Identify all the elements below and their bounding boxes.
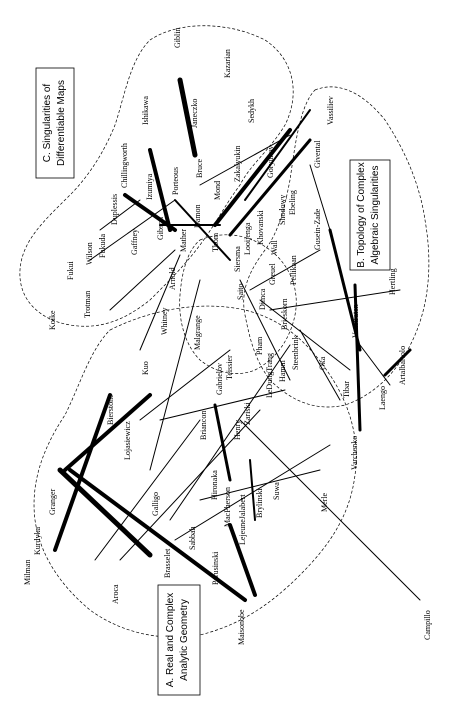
node-shodowy: Shodowy (278, 195, 287, 225)
node-arnold: Arnold (168, 267, 177, 290)
node-maisonobe: Maisonobe (237, 609, 246, 645)
node-whitney: Whitney (160, 307, 169, 335)
node-labels: Giblin Kazarian Janeczko Sedykh Vassilie… (23, 28, 432, 645)
node-hertling: Hertling (388, 268, 397, 295)
node-bruce: Bruce (195, 158, 204, 178)
node-gerstl: Greuel (268, 262, 277, 285)
node-suwa: Suwa (272, 482, 281, 500)
node-tibar: Tibar (342, 381, 351, 398)
node-gusein: Gusein-Zade (313, 208, 322, 250)
node-lojasiewicz: Lojasiewicz (123, 421, 132, 460)
node-laengo: Laengo (378, 386, 387, 410)
node-oka: Oka (318, 356, 327, 370)
node-saito: Saito (236, 284, 245, 300)
node-duplessis: Duplessis (110, 194, 119, 225)
node-looijenga: Looijenga (243, 222, 252, 255)
node-briancon: Briancon (199, 411, 208, 440)
node-kurdyka: Kurdyka (33, 527, 42, 555)
region-a-outline (33, 305, 357, 638)
region-outlines (19, 25, 430, 638)
node-thom: Thom (211, 232, 220, 252)
region-c-outline (19, 25, 294, 327)
node-merle: Merle (320, 492, 329, 512)
node-givental: Givental (313, 140, 322, 168)
node-porteous: Porteous (171, 167, 180, 195)
node-parusinski: Parusinski (211, 551, 220, 585)
region-a-box (157, 584, 201, 696)
node-wall: Wall (270, 239, 279, 255)
node-gorvunov: Goryunov (266, 146, 275, 178)
node-zakalyukin: Zakalyukin (233, 146, 242, 182)
node-varchenko: Varchenko (350, 436, 359, 470)
node-brylinski: Brylinski (255, 487, 264, 518)
node-granger: Granger (48, 488, 57, 515)
node-vassiliev: Vassiliev (326, 96, 335, 125)
node-pham: Pham (255, 336, 264, 355)
node-sabbah: Sabbah (188, 526, 197, 550)
node-malgrange: Malgrange (193, 315, 202, 350)
region-b-label: B. Topology of Complex Algebraic Singula… (349, 159, 391, 271)
node-khovanski: Khovanski (256, 210, 265, 245)
region-b-title-line2: Algebraic Singularities (370, 166, 381, 265)
region-c-title-line1: C. Singularities of (42, 84, 53, 163)
node-kuo: Kuo (141, 361, 150, 375)
node-bierstone: Bierstone (106, 394, 115, 425)
node-gabrielov: Gabrielov (215, 363, 224, 395)
region-b-box (349, 159, 391, 271)
node-ishikawa: Ishikawa (141, 96, 150, 125)
node-gaffney: Gaffney (130, 229, 139, 255)
node-wilson: Wilson (85, 242, 94, 265)
node-aroca: Aroca (111, 584, 120, 604)
node-hironaka: Hironaka (210, 470, 219, 500)
region-b-title-line1: B. Topology of Complex (356, 162, 367, 267)
node-steenbrink: Steenbrink (291, 335, 300, 370)
node-henry: Henry (233, 420, 242, 440)
node-sedykh: Sedykh (247, 99, 256, 123)
region-c-box (35, 67, 75, 179)
node-ledungtrang: LeDungTrang (265, 353, 274, 398)
region-c-title-line2: Differentiable Maps (56, 80, 67, 166)
region-a-title-line1: A. Real and Complex (165, 593, 176, 688)
node-giblin: Giblin (173, 28, 182, 48)
node-milman: Milman (23, 560, 32, 585)
edges (53, 77, 421, 602)
node-ebeling: Ebeling (288, 190, 297, 215)
node-teissier: Teissier (225, 355, 234, 380)
node-galligo: Galligo (151, 492, 160, 516)
node-trotman: Trotman (83, 291, 92, 318)
node-zariski: Zariski (243, 402, 252, 425)
node-macpherson: MacPherson (223, 487, 232, 527)
region-c-label: C. Singularities of Differentiable Maps (35, 67, 75, 179)
node-vanstraten: Vanstraten (351, 304, 360, 338)
node-brasselet: Brasselet (163, 548, 172, 578)
node-chillingworth: Chillingworth (120, 143, 129, 188)
node-mather: Mather (179, 229, 188, 252)
node-campillo: Campillo (423, 610, 432, 640)
region-b-outline (243, 86, 430, 408)
node-damon: Damon (193, 204, 202, 228)
node-pellikaan: Pellikaan (289, 255, 298, 285)
node-fukui: Fukui (66, 261, 75, 280)
region-a-label: A. Real and Complex Analytic Geometry (157, 584, 201, 696)
node-lejeune: LejeuneJalabert (238, 494, 247, 545)
node-janeczko: Janeczko (190, 99, 199, 128)
node-koike: Koike (48, 310, 57, 330)
node-kazarian: Kazarian (223, 49, 232, 78)
region-inner-outline (179, 234, 297, 374)
node-altabartolo: Artalbartolo (398, 346, 407, 385)
node-izumiya: Izumiya (145, 173, 154, 200)
node-mond: Mond (213, 181, 222, 200)
node-brieskorn: Brieskorn (280, 298, 289, 330)
node-fukuda: Fukuda (98, 234, 107, 258)
node-hamm: Hamm (278, 359, 287, 382)
region-a-title-line2: Analytic Geometry (179, 599, 190, 681)
node-gibson: Gibson (156, 217, 165, 240)
node-siersma: Siersma (233, 246, 242, 272)
node-dimca: Dimca (258, 288, 267, 310)
